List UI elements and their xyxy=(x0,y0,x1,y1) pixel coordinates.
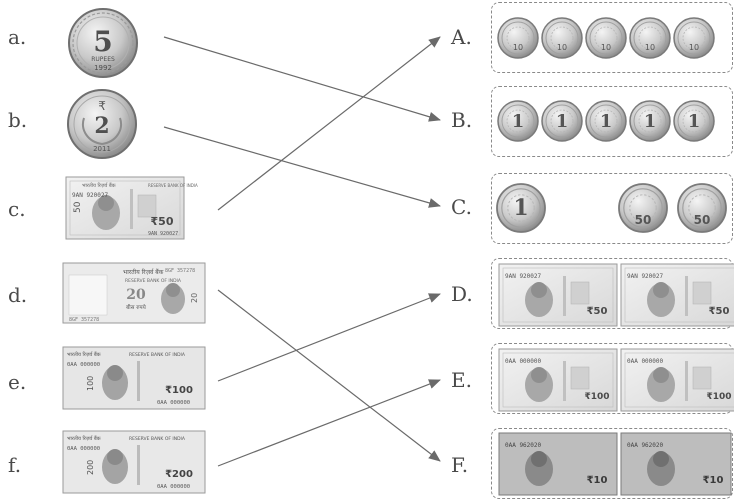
match-arrows xyxy=(163,36,441,467)
arrow-c-to-A xyxy=(217,36,441,211)
group-frame-A xyxy=(491,2,733,73)
coin-ten-label: 10 xyxy=(513,43,523,52)
coin-fifty-label: 50 xyxy=(694,213,711,227)
note-fifty-serial2: 9AN 920027 xyxy=(148,231,178,237)
note-hundred-value: ₹100 xyxy=(584,392,609,402)
arrow-f-to-E xyxy=(217,379,441,467)
coin-one-label: 1 xyxy=(512,111,525,132)
coin-one-label: 1 xyxy=(513,195,528,221)
note-two-hundred-corner: 200 xyxy=(86,460,95,475)
coin-fifty-label: 50 xyxy=(635,213,652,227)
note-twenty-header-en: RESERVE BANK OF INDIA xyxy=(125,278,182,284)
coin-five-year: 1992 xyxy=(94,64,112,72)
note-two-hundred-value: ₹200 xyxy=(165,469,193,480)
note-hundred-serial: 0AA 000000 xyxy=(505,358,542,365)
note-ten-serial: 0AA 962020 xyxy=(627,442,664,449)
coin-two-year: 2011 xyxy=(93,145,111,153)
note-two-hundred-serial: 0AA 000000 xyxy=(67,446,100,452)
coin-ten-label: 10 xyxy=(557,43,567,52)
right-label-F: F. xyxy=(451,453,469,477)
note-hundred-header-en: RESERVE BANK OF INDIA xyxy=(129,352,186,358)
left-label-c: c. xyxy=(8,197,26,221)
note-ten-value: ₹10 xyxy=(587,475,608,486)
note-fifty-header-en: RESERVE BANK OF INDIA xyxy=(148,183,198,188)
note-twenty-serial: 8GF 357278 xyxy=(165,268,195,274)
note-fifty-value: ₹50 xyxy=(587,306,608,317)
note-two-hundred-header-en: RESERVE BANK OF INDIA xyxy=(129,436,186,442)
coin-ten-label: 10 xyxy=(689,43,699,52)
note-fifty-serial: 9AN 920027 xyxy=(72,192,109,199)
coin-two-value: 2 xyxy=(94,113,109,139)
coin-ten-label: 10 xyxy=(601,43,611,52)
note-hundred-serial: 0AA 000000 xyxy=(627,358,664,365)
note-hundred-rupee: भारतीय रिज़र्व बैंक RESERVE BANK OF INDI… xyxy=(62,346,206,410)
coin-two-symbol: ₹ xyxy=(98,99,106,113)
arrow-b-to-C xyxy=(163,126,441,208)
group-F-notes: 0AA 962020 ₹10 0AA 962020 ₹10 xyxy=(498,432,732,496)
note-hundred-corner: 100 xyxy=(86,376,95,391)
group-C-coins: 1 50 50 xyxy=(496,183,727,233)
note-two-hundred-serial2: 0AA 000000 xyxy=(157,484,190,490)
right-label-E: E. xyxy=(451,368,472,392)
left-label-a: a. xyxy=(8,25,27,49)
group-frame-C xyxy=(491,173,733,244)
note-twenty-header: भारतीय रिज़र्व बैंक xyxy=(123,268,164,276)
note-hundred-value: ₹100 xyxy=(165,385,193,396)
note-hundred-serial2: 0AA 000000 xyxy=(157,400,190,406)
coin-one-label: 1 xyxy=(556,111,569,132)
note-fifty-value: ₹50 xyxy=(151,215,174,228)
right-label-A: A. xyxy=(451,25,472,49)
coin-five-value: 5 xyxy=(93,25,112,58)
note-two-hundred-header: भारतीय रिज़र्व बैंक xyxy=(67,435,101,442)
arrow-a-to-B xyxy=(163,36,441,122)
note-hundred-header: भारतीय रिज़र्व बैंक xyxy=(67,351,101,358)
left-label-f: f. xyxy=(8,453,22,477)
coin-one-label: 1 xyxy=(600,111,613,132)
note-twenty-rupee: भारतीय रिज़र्व बैंक RESERVE BANK OF INDI… xyxy=(62,262,206,324)
note-fifty-value: ₹50 xyxy=(709,306,730,317)
note-fifty-rupee: भारतीय रिज़र्व बैंक RESERVE BANK OF INDI… xyxy=(65,176,198,240)
group-E-notes: 0AA 000000 ₹100 0AA 000000 ₹100 xyxy=(498,348,734,412)
note-hundred-serial: 0AA 000000 xyxy=(67,362,100,368)
left-label-e: e. xyxy=(8,370,27,394)
note-two-hundred-rupee: भारतीय रिज़र्व बैंक RESERVE BANK OF INDI… xyxy=(62,430,206,494)
group-frame-B xyxy=(491,86,733,157)
note-twenty-corner: 20 xyxy=(190,293,199,303)
right-label-B: B. xyxy=(451,108,473,132)
coin-five-rupee: 5 RUPEES 1992 xyxy=(68,8,138,78)
right-label-D: D. xyxy=(451,282,473,306)
arrow-e-to-D xyxy=(217,293,441,382)
group-D-notes: 9AN 920027 ₹50 9AN 920027 ₹50 xyxy=(498,263,734,327)
coin-five-word: RUPEES xyxy=(91,56,115,63)
coin-one-label: 1 xyxy=(688,111,701,132)
note-ten-serial: 0AA 962020 xyxy=(505,442,542,449)
left-label-d: d. xyxy=(8,283,28,307)
arrow-d-to-F xyxy=(217,289,441,462)
group-B-coins: 1 1 1 1 1 xyxy=(497,100,715,142)
group-A-coins: 10 10 10 10 10 xyxy=(497,17,715,59)
note-hundred-value: ₹100 xyxy=(706,392,731,402)
coin-one-label: 1 xyxy=(644,111,657,132)
coin-two-rupee: ₹ 2 2011 xyxy=(67,89,137,159)
note-twenty-value: 20 xyxy=(126,287,146,303)
note-twenty-serial2: 8GF 357278 xyxy=(69,317,99,323)
note-fifty-corner: 50 xyxy=(73,201,83,213)
left-label-b: b. xyxy=(8,108,28,132)
right-label-C: C. xyxy=(451,195,472,219)
note-fifty-header: भारतीय रिज़र्व बैंक xyxy=(82,182,116,189)
note-fifty-serial: 9AN 920027 xyxy=(627,273,664,280)
coin-ten-label: 10 xyxy=(645,43,655,52)
note-twenty-hindi: बीस रुपये xyxy=(126,304,146,311)
note-fifty-serial: 9AN 920027 xyxy=(505,273,542,280)
note-ten-value: ₹10 xyxy=(703,475,724,486)
